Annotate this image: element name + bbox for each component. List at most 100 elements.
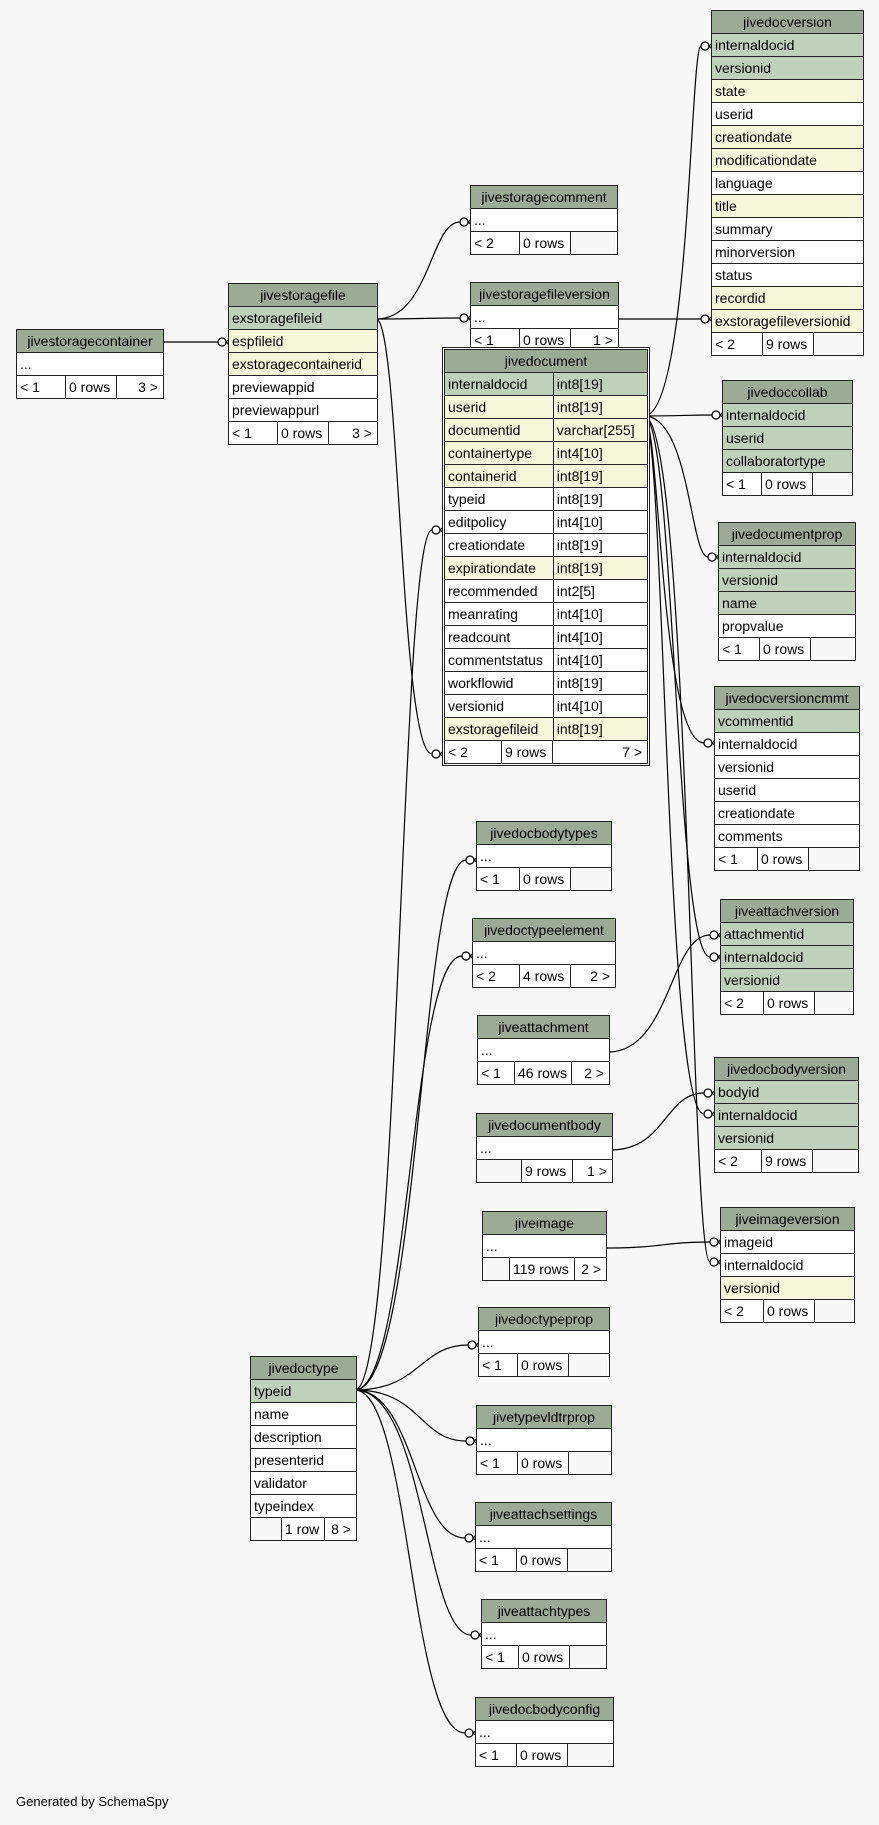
parents-count: < 1 (485, 1649, 505, 1665)
row-count: 9 rows (761, 1150, 812, 1172)
table-name: jiveimageversion (721, 1208, 854, 1231)
column-name: ... (480, 1140, 492, 1156)
column-row: validator (251, 1472, 356, 1495)
column-row: ... (482, 1623, 606, 1646)
column-name: versionid (722, 572, 779, 588)
row-count: 0 rows (763, 1300, 814, 1322)
link-file-fileversion-optional-marker (459, 313, 469, 323)
table-name: jiveimage (483, 1212, 606, 1235)
link-document-docversion (643, 45, 702, 417)
link-doctype-attachtypes (354, 1389, 472, 1636)
children-count: 3 > (116, 376, 161, 398)
column-name: versionid (724, 1280, 781, 1296)
column-row: userid (712, 103, 863, 126)
table-name: jivedocbodytypes (477, 822, 611, 845)
column-name: ... (474, 212, 486, 228)
children-count (812, 473, 850, 495)
column-row: bodyid (715, 1081, 858, 1104)
table-name: jivedoctypeelement (473, 919, 615, 942)
parents-count (483, 1258, 509, 1280)
column-row: ... (471, 209, 617, 232)
column-name: versionid (448, 698, 505, 714)
parents-count (477, 1160, 521, 1182)
column-name: name (254, 1406, 290, 1422)
table-name: jiveattachment (478, 1016, 609, 1039)
column-row: internaldocid (712, 34, 863, 57)
column-row: ... (477, 845, 611, 868)
children-count (570, 232, 615, 254)
table-name: jivedocbodyconfig (476, 1698, 613, 1721)
parents-count: < 1 (479, 1747, 499, 1763)
children-count (813, 333, 861, 355)
column-name: ... (481, 1042, 493, 1058)
column-name: exstoragefileid (232, 310, 323, 326)
column-name: creationdate (448, 537, 526, 553)
children-count (570, 868, 609, 890)
column-type: int8[19] (552, 672, 647, 694)
table-name: jivedocumentbody (477, 1114, 612, 1137)
column-row: internaldocid (719, 546, 855, 569)
link-doctype-doctypeprop (354, 1344, 469, 1391)
column-type: int8[19] (552, 718, 647, 740)
link-document-doccollab (643, 414, 713, 417)
children-count (814, 992, 851, 1014)
parents-count: < 1 (474, 332, 494, 348)
link-attachment-attachversion-optional-marker (709, 930, 719, 940)
link-file-document-optional-marker (431, 749, 441, 759)
link-document-docversion-optional-marker (700, 41, 710, 51)
link-doctype-document (354, 529, 433, 1391)
link-document-docbodyversion-optional-marker (703, 1109, 713, 1119)
column-name: ... (479, 1529, 491, 1545)
column-row: exstoragecontainerid (229, 353, 377, 376)
column-name: previewappid (232, 379, 315, 395)
column-row: exstoragefileid (229, 307, 377, 330)
column-name: imageid (724, 1234, 774, 1250)
link-documentbody-docbodyversion-optional-marker (703, 1088, 713, 1098)
parents-count (251, 1518, 281, 1540)
column-name: ... (20, 356, 32, 372)
table-name: jivestoragefileversion (471, 283, 618, 306)
column-row: minorversion (712, 241, 863, 264)
column-type: int4[10] (552, 511, 647, 533)
parents-count: < 2 (476, 968, 496, 984)
column-row: previewappid (229, 376, 377, 399)
column-name: validator (254, 1475, 307, 1491)
column-row: typeid (251, 1380, 356, 1403)
column-row: userid (723, 427, 852, 450)
column-name: propvalue (722, 618, 784, 634)
column-name: recommended (448, 583, 538, 599)
row-count: 119 rows (509, 1258, 574, 1280)
